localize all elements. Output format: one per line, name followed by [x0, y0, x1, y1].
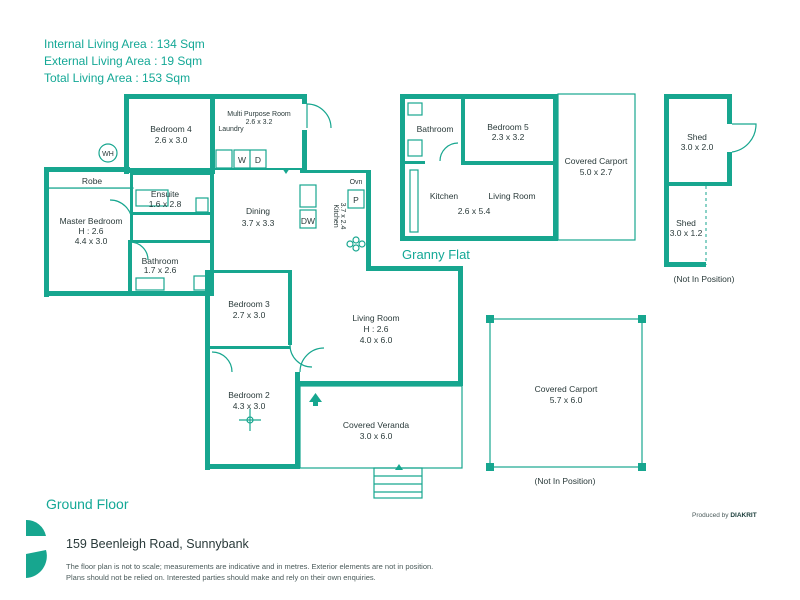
bedroom-2-label: Bedroom 2: [228, 390, 270, 400]
carport-2-not-in-position: (Not In Position): [535, 476, 596, 486]
brand-logo: [26, 520, 47, 578]
ensuite-label: Ensuite: [151, 189, 180, 199]
carport-2-label: Covered Carport: [535, 384, 598, 394]
total-area: Total Living Area : 153 Sqm: [44, 71, 191, 85]
bedroom-5-size: 2.3 x 3.2: [492, 132, 525, 142]
disclaimer: The floor plan is not to scale; measurem…: [66, 561, 486, 583]
dining-label: Dining: [246, 206, 270, 216]
bedroom-3-size: 2.7 x 3.0: [233, 310, 266, 320]
bedroom-5-label: Bedroom 5: [487, 122, 529, 132]
carport-2-size: 5.7 x 6.0: [550, 395, 583, 405]
pantry-label: P: [353, 195, 359, 205]
carport-1-size: 5.0 x 2.7: [580, 167, 613, 177]
living-room-size: 4.0 x 6.0: [360, 335, 393, 345]
disclaimer-line-1: The floor plan is not to scale; measurem…: [66, 562, 434, 571]
shed-2-label: Shed: [676, 218, 696, 228]
master-bedroom-size: 4.4 x 3.0: [75, 236, 108, 246]
carport-2-outline: [486, 315, 646, 471]
living-room-height: H : 2.6: [363, 324, 388, 334]
ensuite-size: 1.6 x 2.8: [149, 199, 182, 209]
washer-label: W: [238, 155, 246, 165]
shed-1-size: 3.0 x 2.0: [681, 142, 714, 152]
granny-living-size: 2.6 x 5.4: [458, 206, 491, 216]
internal-area: Internal Living Area : 134 Sqm: [44, 37, 205, 51]
shed-1-label: Shed: [687, 132, 707, 142]
granny-flat-title: Granny Flat: [402, 247, 470, 262]
multi-purpose-label: Multi Purpose Room: [227, 111, 291, 118]
bedroom-3-label: Bedroom 3: [228, 299, 270, 309]
producer-credit: Produced by DIAKRIT: [692, 512, 757, 519]
shed-not-in-position: (Not In Position): [674, 274, 735, 284]
disclaimer-line-2: Plans should not be relied on. Intereste…: [66, 573, 376, 582]
granny-flat-walls: [400, 93, 636, 241]
robe-label: Robe: [82, 176, 103, 186]
wh-label: WH: [102, 151, 114, 158]
oven-label: Ovn: [350, 179, 363, 186]
granny-bathroom-label: Bathroom: [417, 124, 454, 134]
external-area: External Living Area : 19 Sqm: [44, 54, 203, 68]
kitchen-label: Kitchen: [332, 204, 339, 227]
bedroom-2-size: 4.3 x 3.0: [233, 401, 266, 411]
living-room-label: Living Room: [352, 313, 399, 323]
kitchen-size: 3.7 x 2.4: [339, 203, 346, 230]
dryer-label: D: [255, 155, 261, 165]
producer-name: DIAKRIT: [730, 512, 757, 519]
shed-walls: [664, 94, 757, 267]
property-address: 159 Beenleigh Road, Sunnybank: [66, 537, 249, 551]
floor-title: Ground Floor: [46, 496, 129, 512]
shed-2-size: 3.0 x 1.2: [670, 228, 703, 238]
bathroom-label: Bathroom: [142, 256, 179, 266]
master-bedroom-label: Master Bedroom: [60, 216, 123, 226]
granny-kitchen-label: Kitchen: [430, 191, 459, 201]
carport-1-label: Covered Carport: [565, 156, 628, 166]
multi-purpose-size: 2.6 x 3.2: [246, 119, 273, 126]
bedroom-4-size: 2.6 x 3.0: [155, 135, 188, 145]
laundry-label: Laundry: [218, 126, 244, 133]
main-house-walls: [44, 94, 463, 470]
dining-size: 3.7 x 3.3: [242, 218, 275, 228]
bedroom-4-label: Bedroom 4: [150, 124, 192, 134]
bathroom-size: 1.7 x 2.6: [144, 265, 177, 275]
granny-living-label: Living Room: [488, 191, 535, 201]
veranda-label: Covered Veranda: [343, 420, 409, 430]
veranda-outline: [299, 385, 463, 499]
area-summary: Internal Living Area : 134 Sqm External …: [44, 36, 205, 87]
veranda-size: 3.0 x 6.0: [360, 431, 393, 441]
produced-by-text: Produced by: [692, 512, 729, 519]
dishwasher-label: DW: [301, 216, 315, 226]
doors-and-fixtures: [98, 103, 366, 431]
master-bedroom-height: H : 2.6: [78, 226, 103, 236]
